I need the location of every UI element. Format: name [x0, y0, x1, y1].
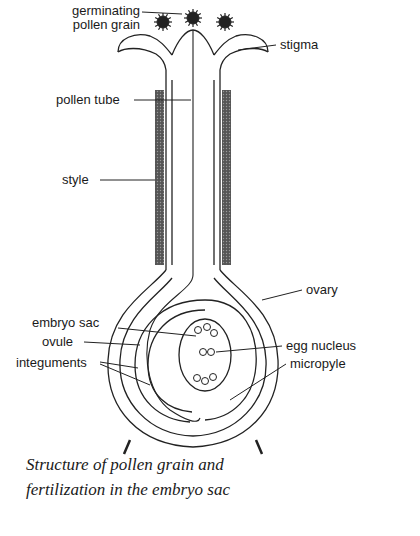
part-label: ovary [306, 283, 338, 297]
part-label: pollen tube [56, 93, 120, 107]
part-label: germinating pollen grain [48, 4, 140, 32]
part-label: egg nucleus [286, 339, 356, 353]
pollen-grain [219, 16, 231, 28]
pollen-grain [157, 16, 169, 28]
pollen-grain [187, 12, 199, 24]
part-label: stigma [280, 38, 318, 52]
part-label: style [62, 173, 89, 187]
part-label: micropyle [290, 357, 346, 371]
part-label: embryo sac [32, 316, 99, 330]
part-label: ovule [42, 335, 73, 349]
figure-caption: Structure of pollen grain and fertilizat… [26, 452, 276, 502]
part-label: integuments [16, 356, 87, 370]
